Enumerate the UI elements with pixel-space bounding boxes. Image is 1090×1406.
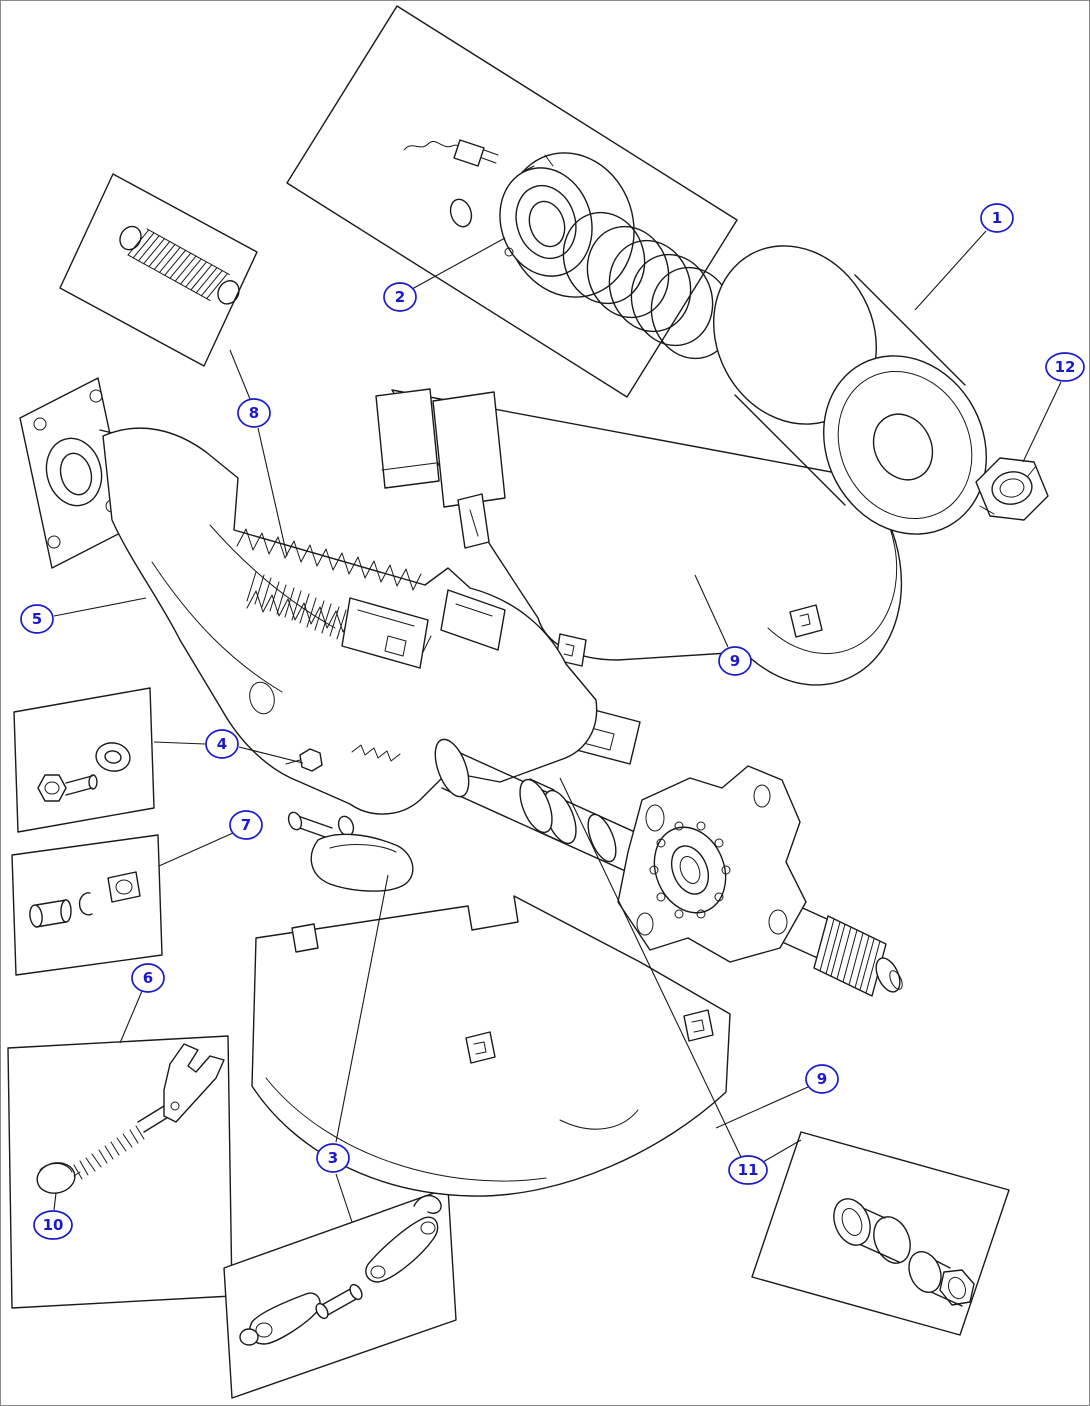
callout-4: 4 (205, 729, 239, 759)
callout-circle (229, 810, 263, 840)
switch-housing-b (432, 391, 506, 508)
callout-circle (316, 1143, 350, 1173)
switch-housing-a (375, 388, 440, 489)
clamp-plate (341, 597, 429, 669)
bearing-balls (649, 821, 731, 919)
bolt-washer-panel (13, 687, 155, 833)
callout-number: 12 (1055, 358, 1076, 376)
callout-number: 10 (43, 1216, 64, 1234)
callout-circle (728, 1155, 768, 1185)
callout-number: 9 (817, 1070, 827, 1088)
shift-fork-panel (7, 1035, 233, 1309)
tension-spring (119, 225, 240, 305)
callout-circle (1045, 352, 1085, 382)
callout-circle (718, 646, 752, 676)
callouts: 1 2 3 4 5 6 7 (20, 203, 1085, 1240)
bushing-panel (751, 1131, 1010, 1336)
callout-number: 9 (730, 652, 740, 670)
column-assembly (19, 377, 903, 997)
washer (95, 742, 131, 772)
callout-circle (383, 282, 417, 312)
callout-11: 11 (728, 1155, 768, 1185)
callout-number: 6 (143, 969, 153, 987)
snap-ring (78, 892, 93, 916)
callout-6: 6 (131, 963, 165, 993)
spline-end (813, 915, 903, 997)
callout-number: 4 (217, 735, 227, 753)
callout-1: 1 (980, 203, 1014, 233)
small-grommet (449, 198, 473, 228)
hex-nut (975, 457, 1049, 521)
threaded-shaft (73, 1105, 171, 1180)
callout-number: 7 (241, 816, 251, 834)
bushing-nut (107, 871, 141, 903)
callout-circle (980, 203, 1014, 233)
callout-2: 2 (383, 282, 417, 312)
mount-flange (19, 377, 131, 569)
callout-number: 1 (992, 209, 1002, 227)
callout-3: 3 (316, 1143, 350, 1173)
callout-10: 10 (33, 1210, 73, 1240)
housing-bolt (299, 748, 323, 772)
callout-8: 8 (237, 398, 271, 428)
callout-number: 3 (328, 1149, 338, 1167)
lever-pin (315, 1302, 329, 1320)
callout-number: 5 (32, 610, 42, 628)
cover-cylinder (713, 245, 987, 535)
callout-circle (131, 963, 165, 993)
pin-bushing-panel (11, 834, 163, 976)
lever-pin-panel (223, 1187, 457, 1399)
callout-9-upper: 9 (718, 646, 752, 676)
tilt-spring (246, 571, 347, 640)
callout-circle (20, 604, 54, 634)
callout-7: 7 (229, 810, 263, 840)
lever-right (365, 1216, 439, 1283)
leader-lines (53, 230, 1062, 1223)
bushing-hex (908, 1251, 975, 1307)
callout-circle (805, 1064, 839, 1094)
bearing-kit-panel (286, 5, 738, 398)
gear-sector (351, 744, 401, 762)
lower-shroud (251, 895, 731, 1197)
bolt-head (37, 774, 67, 802)
callout-circle (237, 398, 271, 428)
callout-circle (205, 729, 239, 759)
callout-9-lower: 9 (805, 1064, 839, 1094)
bearing-flange (617, 765, 807, 963)
connector-plug (453, 139, 485, 167)
callout-number: 8 (249, 404, 259, 422)
callout-circle (33, 1210, 73, 1240)
tension-spring-panel (59, 173, 258, 367)
upper-shroud (375, 388, 903, 686)
callout-12: 12 (1045, 352, 1085, 382)
bushing-sleeve (833, 1198, 911, 1264)
callout-number: 11 (738, 1161, 759, 1179)
callout-5: 5 (20, 604, 54, 634)
shift-fork (163, 1043, 225, 1123)
callout-number: 2 (395, 288, 405, 306)
